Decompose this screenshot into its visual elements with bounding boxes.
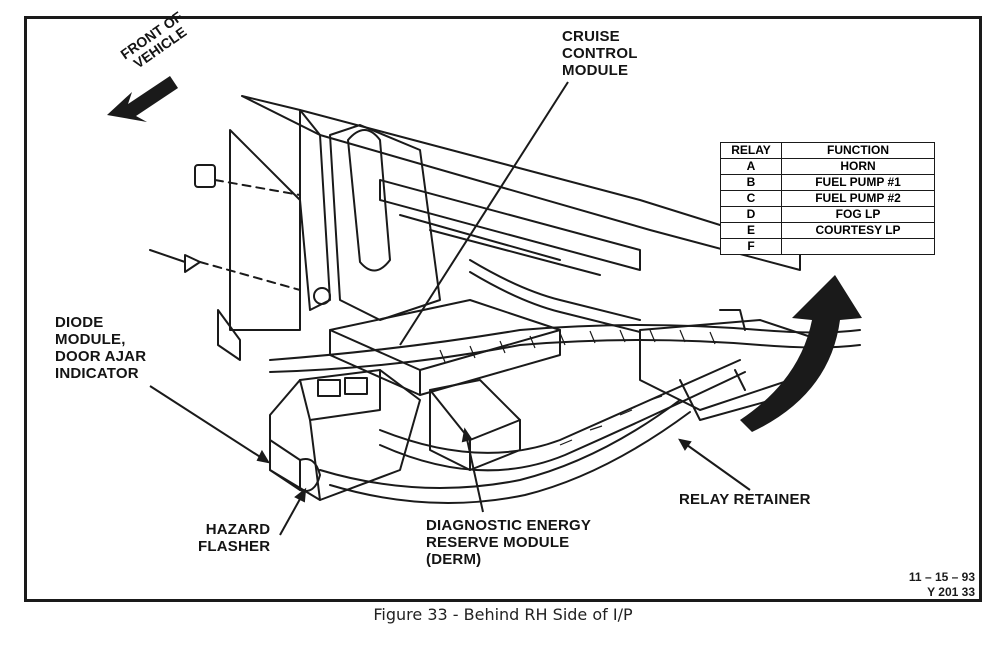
table-row: E COURTESY LP: [720, 222, 935, 239]
ip-upper-rail: [241, 95, 801, 271]
clip-fastener: [194, 164, 216, 188]
function-cell: HORN: [781, 158, 935, 175]
table-row: B FUEL PUMP #1: [720, 174, 935, 191]
diode-leader: [149, 385, 269, 463]
relay-retainer-leader: [679, 439, 751, 491]
function-cell: COURTESY LP: [781, 222, 935, 239]
left-panel: [229, 129, 301, 331]
removal-direction-arrow: [740, 275, 862, 432]
ip-side-bracket: [299, 109, 331, 311]
function-cell: FUEL PUMP #1: [781, 174, 935, 191]
relay-cell: B: [720, 174, 782, 191]
figure-date: 11 – 15 – 93: [908, 570, 975, 584]
relay-cell: C: [720, 190, 782, 207]
table-row: D FOG LP: [720, 206, 935, 223]
nut: [313, 287, 331, 305]
derm-leader: [464, 429, 484, 513]
function-column-header: FUNCTION: [781, 142, 935, 159]
derm-label: DIAGNOSTIC ENERGY RESERVE MODULE (DERM): [426, 517, 592, 568]
table-row: F: [720, 238, 935, 255]
panel-tab: [217, 309, 241, 361]
relay-retainer-label: RELAY RETAINER: [679, 491, 811, 508]
relay-function-table: RELAY FUNCTION A HORN B FUEL PUMP #1 C F…: [720, 142, 935, 255]
relay-cell: E: [720, 222, 782, 239]
table-row: C FUEL PUMP #2: [720, 190, 935, 207]
connector-1: [317, 379, 341, 397]
hazard-flasher-label: HAZARD FLASHER: [198, 521, 271, 555]
function-cell: FOG LP: [781, 206, 935, 223]
function-cell: FUEL PUMP #2: [781, 190, 935, 207]
harness-2: [379, 359, 741, 454]
relay-cell: A: [720, 158, 782, 175]
front-of-vehicle-arrow: [107, 76, 178, 122]
hazard-flasher-body: [299, 458, 321, 492]
relay-column-header: RELAY: [720, 142, 782, 159]
cruise-leader: [399, 81, 569, 346]
harness-4: [469, 259, 641, 321]
table-row: A HORN: [720, 158, 935, 175]
relay-cell: F: [720, 238, 782, 255]
figure-frame: [24, 16, 982, 602]
figure-id: Y 201 33: [927, 585, 975, 599]
table-header-row: RELAY FUNCTION: [720, 142, 935, 159]
connector-2: [344, 377, 368, 395]
cruise-control-module-label: CRUISE CONTROL MODULE: [562, 28, 638, 79]
figure-caption: Figure 33 - Behind RH Side of I/P: [373, 605, 633, 624]
diode-module: [269, 439, 301, 491]
function-cell: [781, 238, 935, 255]
cruise-control-module-body: [329, 299, 561, 371]
diode-module-label: DIODE MODULE, DOOR AJAR INDICATOR: [55, 314, 147, 382]
cross-member: [379, 179, 641, 271]
push-pin-fastener: [149, 249, 201, 273]
relay-cell: D: [720, 206, 782, 223]
harness-3: [319, 399, 681, 489]
cruise-module-bracket: [329, 124, 441, 321]
bracket-slot: [347, 129, 391, 272]
